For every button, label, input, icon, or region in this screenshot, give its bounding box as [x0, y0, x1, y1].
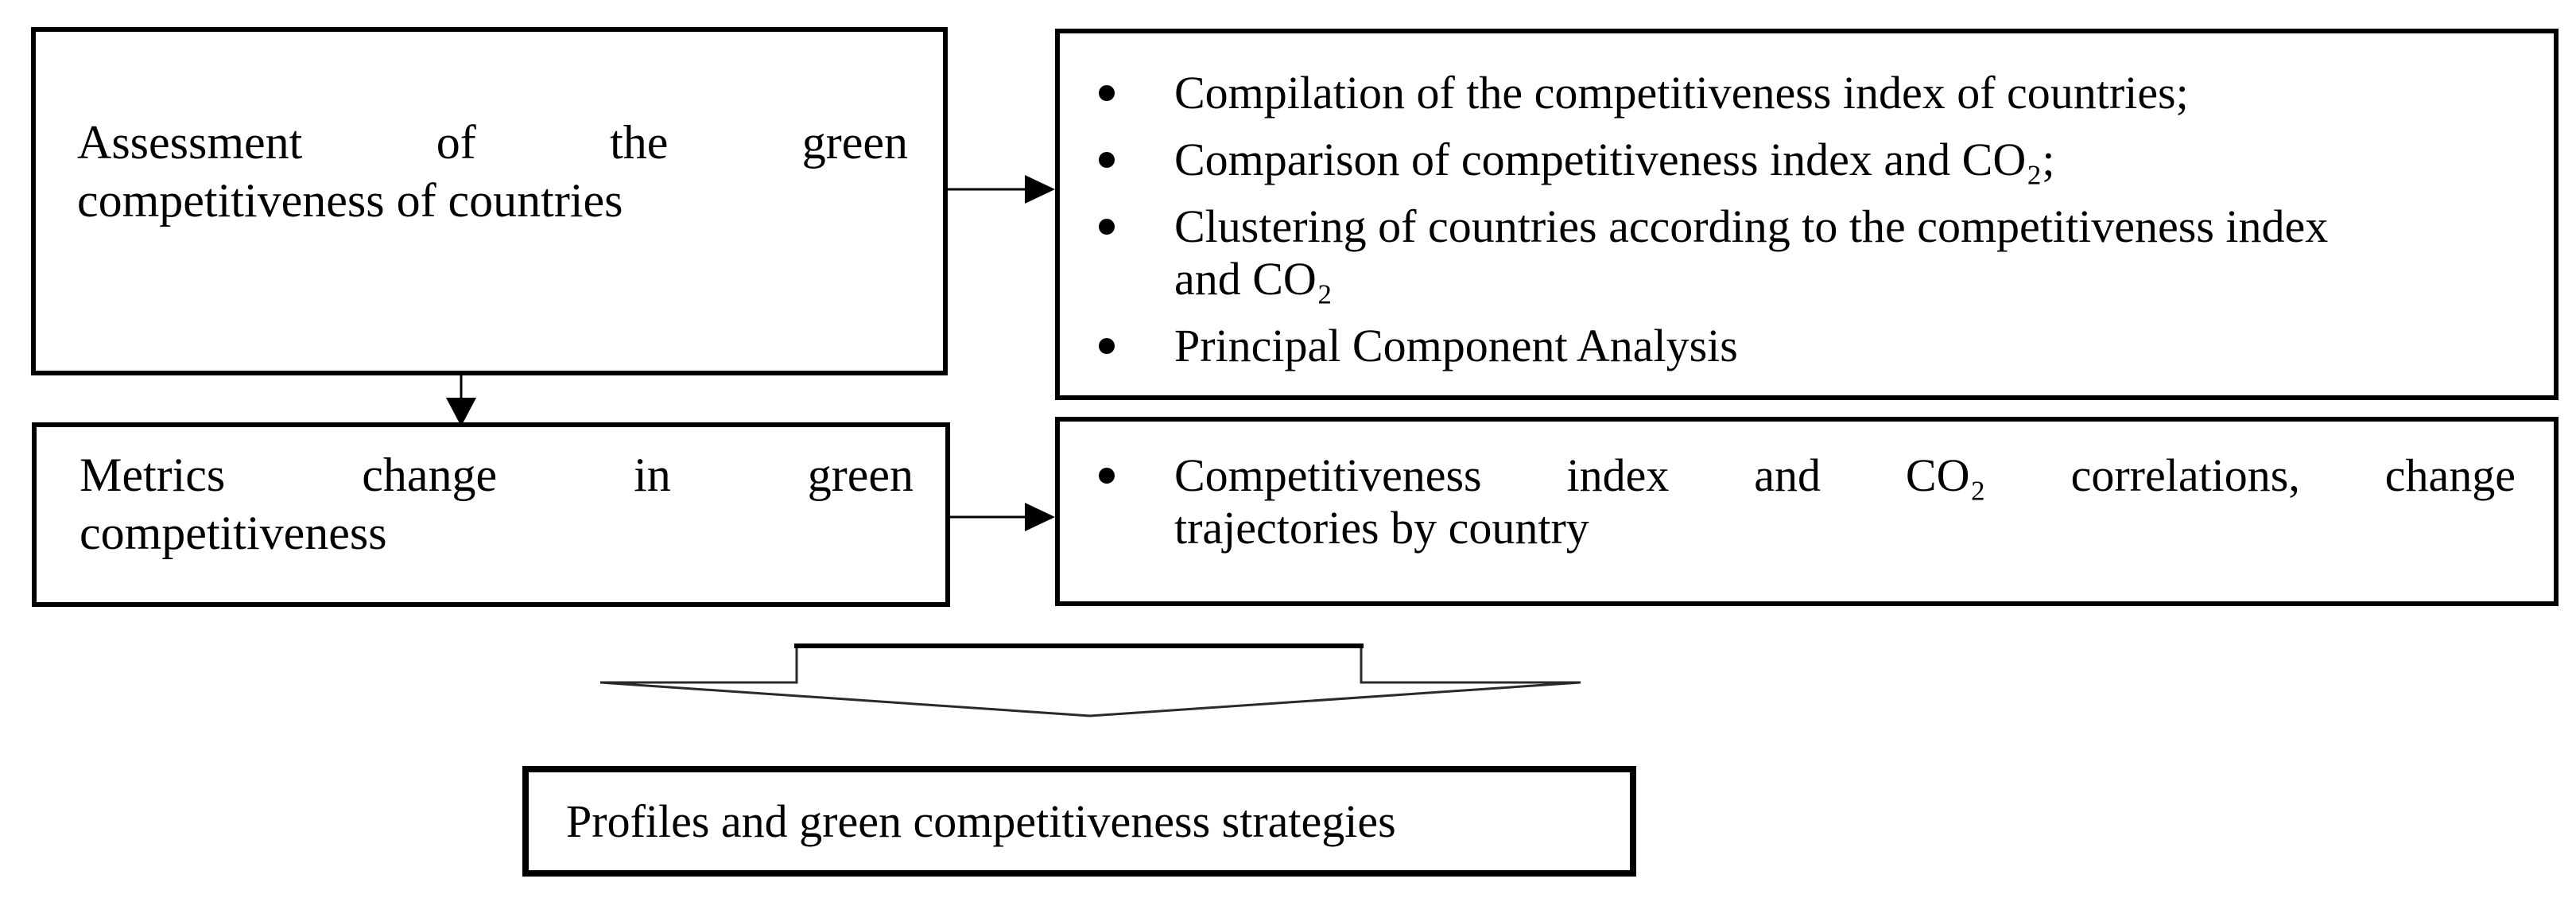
list-item: Compilation of the competitiveness index… — [1060, 67, 2516, 119]
profiles-box: Profiles and green competitiveness strat… — [522, 766, 1636, 877]
list-item: Principal Component Analysis — [1060, 320, 2516, 372]
metrics-line-2: competitiveness — [80, 507, 387, 559]
list-item: Clustering of countries according to the… — [1060, 200, 2516, 305]
assessment-line-1: Assessment of the green — [77, 116, 908, 169]
list-item-line: Principal Component Analysis — [1174, 320, 1738, 371]
assessment-box: Assessment of the green competitiveness … — [31, 27, 948, 375]
list-item: Comparison of competitiveness index and … — [1060, 134, 2516, 186]
bullet-icon — [1099, 219, 1115, 235]
metrics-outputs-box: Competitiveness index and CO₂ correlatio… — [1055, 417, 2559, 606]
right-arrow-icon — [948, 175, 1055, 204]
list-item-line: and CO₂ — [1174, 253, 1333, 305]
down-arrow-icon — [446, 375, 476, 426]
list-item-line: trajectories by country — [1174, 502, 1589, 554]
bullet-icon — [1099, 85, 1115, 101]
list-item-line: Competitiveness index and CO₂ correlatio… — [1174, 449, 2516, 501]
bullet-icon — [1099, 152, 1115, 168]
metrics-line-1: Metrics change in green — [80, 449, 914, 501]
list-item-line: Compilation of the competitiveness index… — [1174, 67, 2189, 119]
right-arrow-icon — [950, 503, 1055, 531]
metrics-outputs-list: Competitiveness index and CO₂ correlatio… — [1060, 449, 2516, 554]
list-item-line: Clustering of countries according to the… — [1174, 200, 2329, 252]
metrics-box: Metrics change in green competitiveness — [32, 422, 950, 607]
profiles-text: Profiles and green competitiveness strat… — [566, 795, 1396, 847]
assessment-line-2: competitiveness of countries — [77, 174, 623, 227]
bullet-icon — [1099, 468, 1115, 484]
assessment-outputs-list: Compilation of the competitiveness index… — [1060, 67, 2516, 372]
big-down-arrow-icon — [599, 643, 1581, 717]
list-item-line: Comparison of competitiveness index and … — [1174, 134, 2055, 185]
assessment-outputs-box: Compilation of the competitiveness index… — [1055, 29, 2559, 400]
list-item: Competitiveness index and CO₂ correlatio… — [1060, 449, 2516, 554]
bullet-icon — [1099, 338, 1115, 354]
